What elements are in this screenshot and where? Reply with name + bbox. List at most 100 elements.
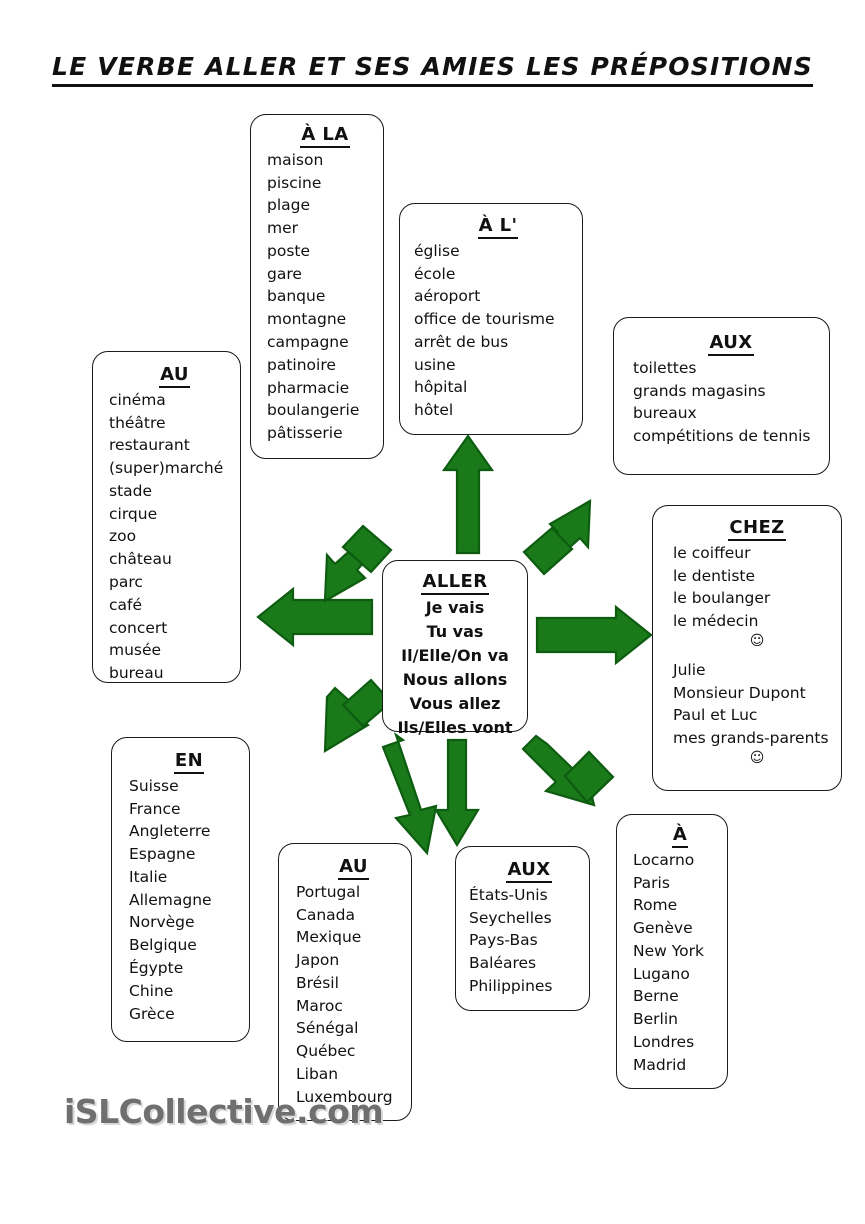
list-item: Vous allez — [409, 693, 501, 713]
list-item: Maroc — [296, 996, 343, 1015]
smiley-icon: ☺ — [749, 632, 765, 649]
box-heading: À — [633, 824, 727, 848]
list-item: bureau — [109, 664, 164, 683]
box-heading: AU — [109, 364, 240, 388]
list-item: Tu vas — [426, 621, 484, 641]
list-item: Genève — [633, 919, 693, 938]
preposition-box-a-la[interactable]: À LA maison piscine plage mer poste gare… — [250, 114, 384, 459]
page-title-text: LE VERBE ALLER ET SES AMIES LES PRÉPOSIT… — [52, 52, 813, 87]
list-item: le médecin — [673, 612, 759, 631]
list-item: usine — [414, 355, 456, 374]
list-item: Mexique — [296, 928, 362, 947]
list-item: Italie — [129, 867, 168, 886]
list-item: Sénégal — [296, 1019, 359, 1038]
arrow-to-aux-top — [522, 499, 592, 576]
list-item: Je vais — [425, 597, 485, 617]
list-item: arrêt de bus — [414, 332, 509, 351]
list-item: Québec — [296, 1042, 356, 1061]
list-item: Paul et Luc — [673, 706, 758, 725]
preposition-box-au-places[interactable]: AU cinéma théâtre restaurant (super)marc… — [92, 351, 241, 683]
list-item: compétitions de tennis — [633, 427, 811, 446]
list-item: Locarno — [633, 850, 695, 869]
list-spacer — [673, 650, 841, 659]
list-item: grands magasins — [633, 381, 766, 400]
list-item: toilettes — [633, 358, 697, 377]
list-item: office de tourisme — [414, 310, 555, 329]
list-item: Ils/Elles vont — [397, 717, 513, 737]
box-heading: ALLER — [383, 571, 527, 595]
list-item: patinoire — [267, 355, 336, 374]
page-title: LE VERBE ALLER ET SES AMIES LES PRÉPOSIT… — [0, 52, 865, 87]
list-item: hôpital — [414, 378, 468, 397]
list-item: Angleterre — [129, 822, 211, 841]
smiley-icon: ☺ — [749, 749, 765, 766]
list-item: Norvège — [129, 913, 195, 932]
list-item: concert — [109, 618, 168, 637]
list-item: (super)marché — [109, 459, 224, 478]
verb-conjugation-box-aller[interactable]: ALLER Je vais Tu vas Il/Elle/On va Nous … — [382, 560, 528, 737]
list-item: Julie — [673, 660, 706, 679]
list-item: piscine — [267, 173, 322, 192]
list-item: Il/Elle/On va — [401, 645, 509, 665]
list-item: cinéma — [109, 390, 166, 409]
list-item: Rome — [633, 896, 678, 915]
list-item: Japon — [296, 951, 340, 970]
list-item: le boulanger — [673, 589, 771, 608]
list-item: France — [129, 799, 181, 818]
watermark-islcollective: iSLCollective.com — [64, 1092, 384, 1131]
list-item: Monsieur Dupont — [673, 683, 806, 702]
list-item: pâtisserie — [267, 424, 343, 443]
list-item: campagne — [267, 333, 349, 352]
list-item: mer — [267, 219, 299, 238]
list-item: Chine — [129, 981, 174, 1000]
list-item: parc — [109, 573, 143, 592]
list-item: le dentiste — [673, 566, 756, 585]
list-item: Portugal — [296, 882, 361, 901]
list-item: Nous allons — [402, 669, 508, 689]
preposition-box-au-countries[interactable]: AU Portugal Canada Mexique Japon Brésil … — [278, 843, 412, 1121]
list-item: bureaux — [633, 404, 697, 423]
list-item: boulangerie — [267, 401, 360, 420]
list-item: musée — [109, 641, 162, 660]
box-heading: CHEZ — [673, 517, 841, 541]
preposition-box-a-l[interactable]: À L' église école aéroport office de tou… — [399, 203, 583, 435]
list-item: hôtel — [414, 401, 454, 420]
preposition-box-en[interactable]: EN Suisse France Angleterre Espagne Ital… — [111, 737, 250, 1042]
preposition-box-aux-places[interactable]: AUX toilettes grands magasins bureaux co… — [613, 317, 830, 475]
list-item: aéroport — [414, 287, 481, 306]
preposition-box-aux-countries[interactable]: AUX États-Unis Seychelles Pays-Bas Baléa… — [455, 846, 590, 1011]
list-item: Berlin — [633, 1010, 678, 1029]
list-item: mes grands-parents — [673, 729, 829, 748]
list-item: zoo — [109, 527, 137, 546]
box-item-list: cinéma théâtre restaurant (super)marché … — [109, 389, 240, 685]
arrow-to-al — [441, 434, 495, 555]
list-item: Belgique — [129, 936, 197, 955]
list-item: Pays-Bas — [469, 931, 538, 950]
box-heading: AUX — [469, 859, 589, 883]
list-item: maison — [267, 150, 324, 169]
list-item: Espagne — [129, 845, 196, 864]
list-item: cirque — [109, 504, 158, 523]
list-item: Liban — [296, 1065, 339, 1084]
arrow-to-au-bot — [381, 732, 438, 856]
list-item: Canada — [296, 905, 355, 924]
arrow-to-au-left — [256, 586, 374, 648]
list-item: New York — [633, 941, 704, 960]
list-item: Baléares — [469, 954, 537, 973]
list-item: Allemagne — [129, 890, 212, 909]
list-item: poste — [267, 241, 311, 260]
list-item: gare — [267, 264, 302, 283]
box-item-list: le coiffeur le dentiste le boulanger le … — [673, 542, 841, 767]
list-item: Berne — [633, 987, 679, 1006]
list-item: Luxembourg — [296, 1087, 393, 1106]
list-item: Madrid — [633, 1055, 687, 1074]
box-item-list: Suisse France Angleterre Espagne Italie … — [129, 775, 249, 1026]
list-item: Grèce — [129, 1004, 175, 1023]
preposition-box-chez[interactable]: CHEZ le coiffeur le dentiste le boulange… — [652, 505, 842, 791]
box-item-list: Portugal Canada Mexique Japon Brésil Mar… — [296, 881, 411, 1109]
preposition-box-a-cities[interactable]: À Locarno Paris Rome Genève New York Lug… — [616, 814, 728, 1089]
arrow-to-aux-bot — [434, 738, 480, 848]
list-item: théâtre — [109, 413, 166, 432]
list-item: Lugano — [633, 964, 690, 983]
